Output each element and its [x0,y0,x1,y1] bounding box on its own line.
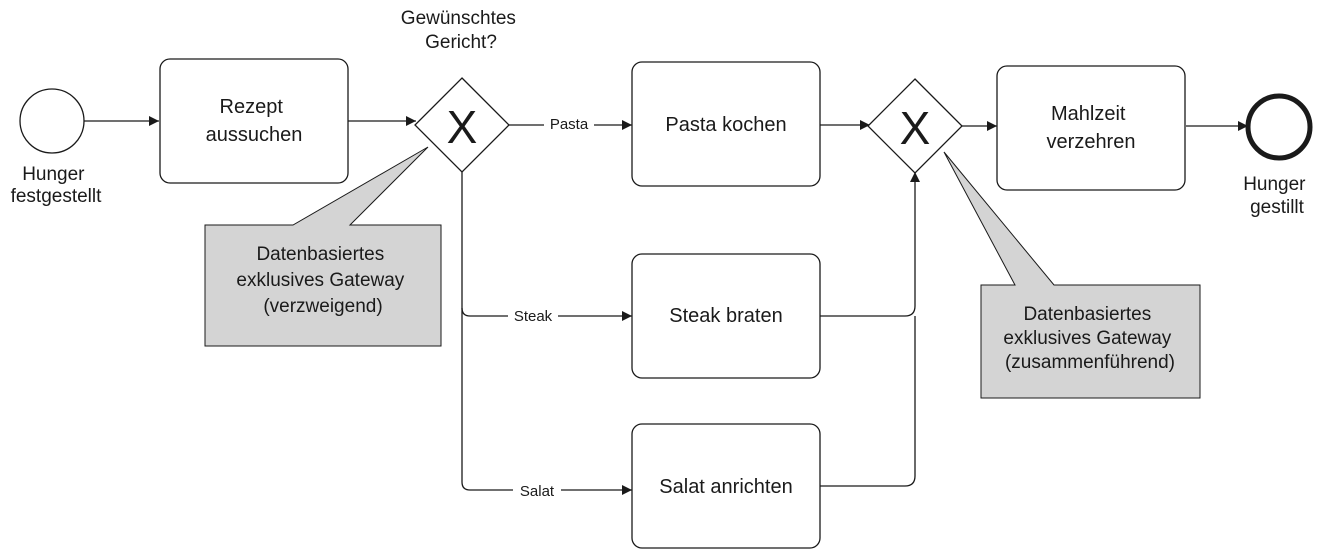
task-label: Salat anrichten [659,476,792,498]
task-salat-anrichten[interactable]: Salat anrichten [631,423,821,549]
edge-label-salat-group: Salat [513,482,561,500]
gateway-question-label: Gericht? [425,32,497,53]
annotation-split-callout: Datenbasiertes exklusives Gateway (verzw… [204,146,442,347]
annotation-join-line: Datenbasiertes [1023,304,1151,325]
annotation-split-line: exklusives Gateway [236,270,404,291]
edge-label-steak: Steak [514,308,553,325]
task-label: aussuchen [206,124,303,146]
svg-text:Rezept aussuchen: Rezept aussuchen [206,96,303,146]
annotation-join-line: (zusammenführend) [1005,352,1175,373]
end-event-label: Hunger [1243,174,1306,195]
svg-text:Datenbasiertes exklusive: Datenbasiertes exklusives Gateway (verzw… [236,244,409,317]
svg-text:Hunger festgestellt: Hunger festgestellt [11,164,103,207]
split-gateway[interactable]: X Gewünschtes Gericht? [401,8,521,173]
svg-text:Datenbasiertes exklusive: Datenbasiertes exklusives Gateway (zusam… [1003,304,1176,373]
start-event-label: Hunger [22,164,85,185]
join-gateway[interactable]: X [867,78,963,174]
end-event-label: gestillt [1250,197,1305,218]
flow-split-to-steak [461,172,632,321]
start-event-label: festgestellt [11,186,103,207]
task-pasta-kochen[interactable]: Pasta kochen [631,61,821,187]
sequence-flows [84,116,1248,495]
edge-label-steak-group: Steak [508,307,558,325]
task-mahlzeit-verzehren[interactable]: Mahlzeit verzehren [996,65,1186,191]
task-label: Pasta kochen [665,114,786,136]
end-event: Hunger gestillt [1243,93,1313,218]
edge-label-pasta: Pasta [550,116,589,133]
gateway-x-icon: X [900,102,931,154]
gateway-question-label: Gewünschtes [401,8,516,29]
annotation-join-callout: Datenbasiertes exklusives Gateway (zusam… [943,151,1201,399]
task-label: verzehren [1047,131,1136,153]
annotation-split-line: Datenbasiertes [256,244,384,265]
task-label: Steak braten [669,305,782,327]
annotation-split-line: (verzweigend) [263,296,382,317]
flow-salat-to-join [820,316,916,487]
annotation-join-line: exklusives Gateway [1003,328,1171,349]
svg-text:Mahlzeit verzehren: Mahlzeit verzehren [1047,103,1136,153]
svg-text:Hunger gestillt: Hunger gestillt [1243,174,1311,218]
flow-split-to-salat [461,308,632,495]
edge-label-salat: Salat [520,483,555,500]
edge-label-pasta-group: Pasta [544,115,594,133]
task-steak-braten[interactable]: Steak braten [631,253,821,379]
svg-text:Gewünschtes Gericht?: Gewünschtes Gericht? [401,8,521,53]
flow-steak-to-join [820,172,920,317]
task-label: Mahlzeit [1051,103,1126,125]
gateway-x-icon: X [447,101,478,153]
start-event: Hunger festgestellt [11,88,103,207]
task-label: Rezept [220,96,284,118]
task-rezept-aussuchen[interactable]: Rezept aussuchen [159,58,349,184]
